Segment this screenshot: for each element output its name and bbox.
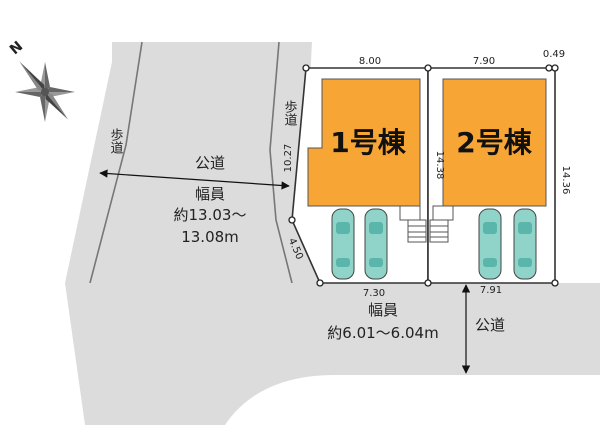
boundary-markers [288,64,559,287]
main-road-width-label: 幅員 [195,185,225,203]
side-road-width-value: 約6.01～6.04m [327,324,438,342]
lot-1-rear-width: 7.30 [363,288,385,299]
sidewalk-left-curb [89,41,143,284]
building-1 [307,78,421,207]
lot-2-rear-width: 7.91 [480,285,502,296]
car-windows [336,222,532,267]
main-road-width-value-1: 約13.03～ [174,206,247,224]
side-road-width-label: 幅員 [368,301,398,319]
building-2-label: 2号棟 [456,126,532,159]
lot-2-depth-right: 14.36 [560,166,571,195]
lot-1-front-width: 8.00 [359,56,381,67]
side-road-label: 公道 [475,316,505,334]
main-road-width-arrow [99,169,290,190]
lot-2-front-width: 7.90 [473,56,495,67]
main-road-label: 公道 [195,154,225,172]
sidewalk-left-label: 歩道 [108,128,124,154]
main-road [65,42,325,283]
lot-1-depth-left: 10.27 [283,144,294,173]
building-2 [442,78,547,207]
main-road-width-value-2: 13.08m [181,228,239,246]
lot-1-depth-right: 14.38 [434,151,445,180]
building-1-label: 1号棟 [330,126,406,159]
lot-2-corner-offset: 0.49 [543,49,565,60]
compass-rose-icon [15,61,75,122]
sidewalk-right-label: 歩道 [282,100,298,126]
entrance-steps [399,205,454,243]
side-road [65,283,600,425]
compass-north-label: N [7,38,26,58]
